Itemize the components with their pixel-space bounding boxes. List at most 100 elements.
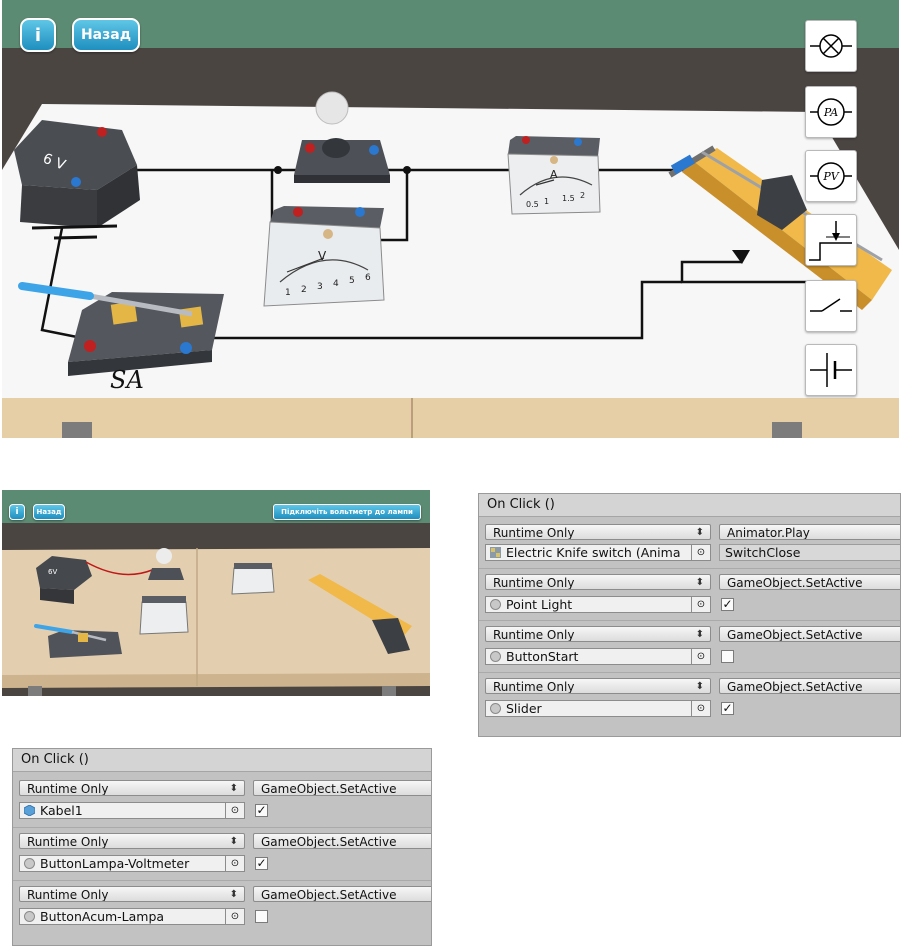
- preview-info-button[interactable]: i: [9, 504, 25, 520]
- circuit-board: [2, 104, 899, 398]
- dropdown-arrow-icon: ⬍: [695, 681, 704, 692]
- active-checkbox[interactable]: [721, 650, 734, 663]
- gameobject-icon: [24, 911, 35, 922]
- function-dropdown[interactable]: GameObject.SetActive: [253, 833, 431, 849]
- rheostat-symbol-button[interactable]: [805, 214, 857, 266]
- object-name: Point Light: [506, 597, 573, 612]
- runtime-mode-dropdown[interactable]: Runtime Only ⬍: [485, 574, 711, 590]
- gameobject-icon: [490, 651, 501, 662]
- dropdown-arrow-icon: ⬍: [695, 577, 704, 588]
- function-dropdown[interactable]: GameObject.SetActive: [719, 678, 900, 694]
- object-field[interactable]: Electric Knife switch (Animа ⊙: [485, 544, 711, 561]
- circuit-scene-drawing: 6 V V: [2, 0, 899, 438]
- preview-battery-label: 6V: [48, 568, 57, 576]
- active-checkbox[interactable]: [255, 910, 268, 923]
- preview-scene-drawing: 6V: [2, 490, 430, 696]
- vscale-tick-label: 1: [285, 288, 291, 298]
- vscale-tick-label: 5: [349, 276, 355, 286]
- object-name: ButtonAcum-Lampa: [40, 909, 165, 924]
- runtime-mode-dropdown[interactable]: Runtime Only⬍: [485, 524, 711, 540]
- object-picker-icon[interactable]: ⊙: [691, 649, 710, 664]
- dropdown-value: Animator.Play: [727, 526, 810, 540]
- object-field[interactable]: Slider ⊙: [485, 700, 711, 717]
- dropdown-value: Runtime Only: [493, 526, 575, 540]
- voltmeter-label: V: [318, 249, 327, 263]
- knife-switch-symbol-button[interactable]: [805, 280, 857, 332]
- function-dropdown[interactable]: GameObject.SetActive: [253, 780, 431, 796]
- preview-back-button[interactable]: Назад: [33, 504, 65, 520]
- object-name: Kabel1: [40, 803, 83, 818]
- object-picker-icon[interactable]: ⊙: [225, 856, 244, 871]
- voltmeter-symbol-button[interactable]: PV: [805, 150, 857, 202]
- ascale-tick-label: 1.5: [562, 194, 575, 203]
- object-field[interactable]: ButtonStart ⊙: [485, 648, 711, 665]
- dropdown-value: GameObject.SetActive: [727, 628, 863, 642]
- ammeter-symbol-text: PA: [823, 106, 838, 119]
- voltmeter-device: [263, 206, 385, 307]
- object-field[interactable]: Kabel1 ⊙: [19, 802, 245, 819]
- dropdown-value: GameObject.SetActive: [261, 835, 397, 849]
- dropdown-value: Runtime Only: [493, 628, 575, 642]
- dropdown-value: GameObject.SetActive: [261, 782, 397, 796]
- dropdown-arrow-icon: ⬍: [695, 629, 704, 640]
- dropdown-value: GameObject.SetActive: [261, 888, 397, 902]
- runtime-mode-dropdown[interactable]: Runtime Only⬍: [19, 780, 245, 796]
- panel-title: On Click (): [479, 494, 900, 517]
- on-click-panel-left: On Click () Runtime Only⬍ GameObject.Set…: [12, 748, 432, 946]
- vscale-tick-label: 2: [301, 285, 307, 295]
- argument-field[interactable]: SwitchClose: [719, 544, 900, 561]
- dropdown-arrow-icon: ⬍: [229, 889, 238, 900]
- object-field[interactable]: Point Light ⊙: [485, 596, 711, 613]
- dropdown-arrow-icon: ⬍: [229, 836, 238, 847]
- ascale-tick-label: 2: [580, 191, 585, 200]
- object-field[interactable]: ButtonLampa-Voltmeter ⊙: [19, 855, 245, 872]
- dropdown-value: Runtime Only: [493, 680, 575, 694]
- dropdown-value: Runtime Only: [27, 888, 109, 902]
- lamp-holder: [294, 91, 390, 183]
- circuit-scene-preview: 6V i Назад Підключіть вольтметр до лампи: [2, 490, 430, 696]
- object-picker-icon[interactable]: ⊙: [691, 701, 710, 716]
- object-picker-icon[interactable]: ⊙: [225, 909, 244, 924]
- object-picker-icon[interactable]: ⊙: [691, 545, 710, 560]
- voltmeter-symbol-icon: PV: [810, 162, 852, 190]
- object-picker-icon[interactable]: ⊙: [225, 803, 244, 818]
- object-name: Electric Knife switch (Animа: [506, 545, 681, 560]
- active-checkbox[interactable]: ✓: [721, 597, 734, 611]
- wall-stripe: [2, 0, 899, 48]
- dropdown-value: Runtime Only: [493, 576, 575, 590]
- function-dropdown[interactable]: GameObject.SetActive: [719, 626, 900, 642]
- dropdown-value: GameObject.SetActive: [727, 576, 863, 590]
- active-checkbox[interactable]: ✓: [255, 803, 268, 817]
- dropdown-value: Runtime Only: [27, 782, 109, 796]
- lamp-symbol-button[interactable]: [805, 20, 857, 72]
- battery-6v: [14, 120, 140, 240]
- info-button[interactable]: i: [20, 18, 56, 52]
- gameobject-icon: [490, 703, 501, 714]
- battery-symbol-button[interactable]: [805, 344, 857, 396]
- runtime-mode-dropdown[interactable]: Runtime Only⬍: [19, 833, 245, 849]
- back-button[interactable]: Назад: [72, 18, 140, 52]
- voltmeter-symbol-text: PV: [822, 170, 839, 183]
- runtime-mode-dropdown[interactable]: Runtime Only ⬍: [485, 678, 711, 694]
- runtime-mode-dropdown[interactable]: Runtime Only ⬍: [485, 626, 711, 642]
- knife-switch-device: [18, 282, 224, 376]
- on-click-panel-right: On Click () Runtime Only⬍ Animator.Play …: [478, 493, 901, 737]
- object-field[interactable]: ButtonAcum-Lampa ⊙: [19, 908, 245, 925]
- vscale-tick-label: 3: [317, 282, 323, 292]
- argument-value: SwitchClose: [725, 545, 801, 560]
- ascale-tick-label: 0.5: [526, 200, 539, 209]
- battery-label: 6 V: [41, 151, 68, 174]
- battery-symbol-icon: [810, 353, 852, 387]
- vscale-tick-label: 4: [333, 279, 339, 289]
- active-checkbox[interactable]: ✓: [255, 856, 268, 870]
- function-dropdown[interactable]: GameObject.SetActive: [253, 886, 431, 902]
- switch-label: SA: [110, 366, 144, 394]
- runtime-mode-dropdown[interactable]: Runtime Only ⬍: [19, 886, 245, 902]
- object-picker-icon[interactable]: ⊙: [691, 597, 710, 612]
- connect-voltmeter-hint-button[interactable]: Підключіть вольтметр до лампи: [273, 504, 421, 520]
- active-checkbox[interactable]: ✓: [721, 701, 734, 715]
- gameobject-icon: [24, 858, 35, 869]
- function-dropdown[interactable]: Animator.Play: [719, 524, 900, 540]
- ammeter-symbol-button[interactable]: PA: [805, 86, 857, 138]
- function-dropdown[interactable]: GameObject.SetActive: [719, 574, 900, 590]
